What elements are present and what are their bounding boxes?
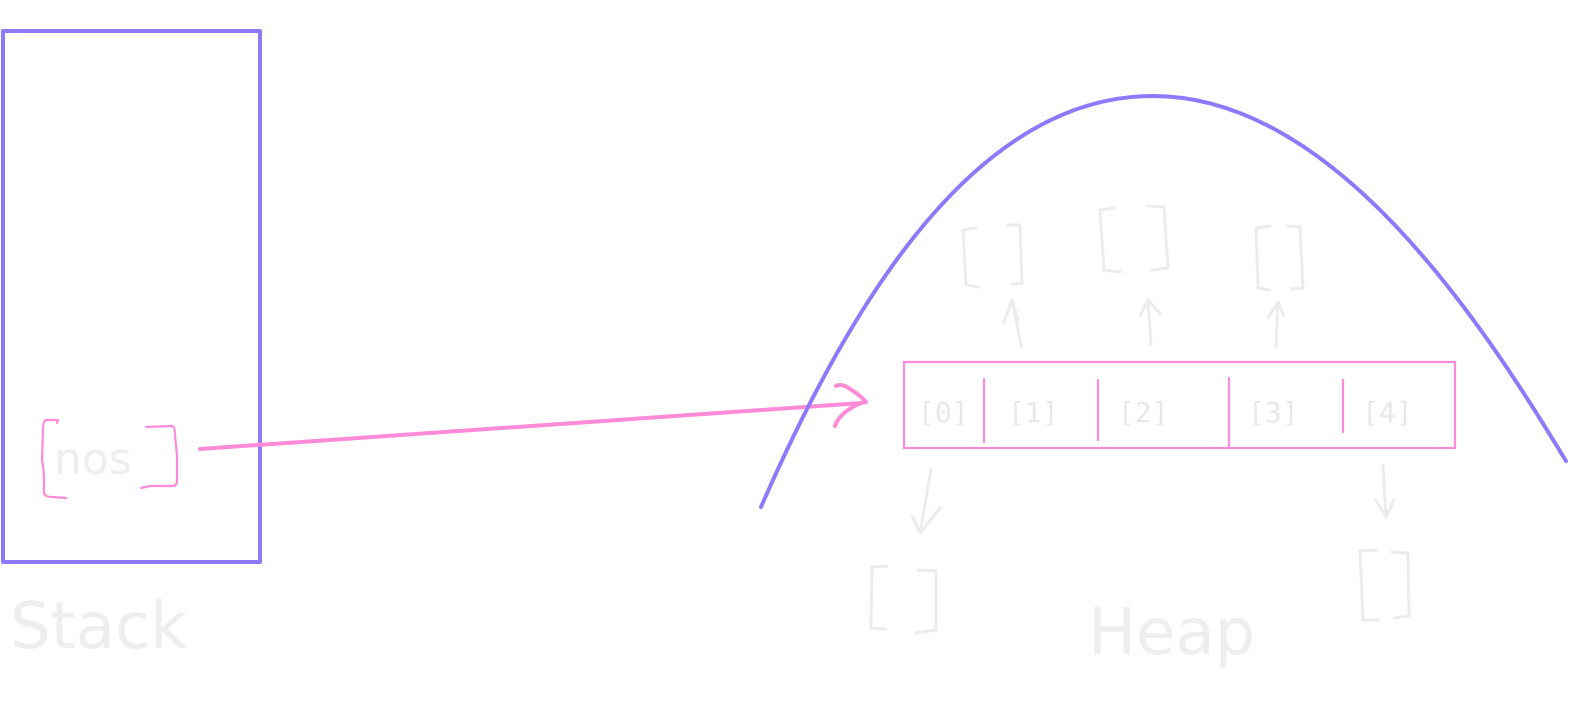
stack-variable-bracket [40,418,179,500]
referenced-object [1358,548,1411,622]
reference-arrow-line [198,401,864,451]
array-cell-label: [1] [1008,396,1059,429]
heap-array-dividers [982,376,1345,448]
cell-arrow-down [910,468,942,535]
heap-boundary-curve [759,93,1568,509]
referenced-object [869,564,938,635]
heap-array-box [902,360,1457,450]
cell-arrow-up [1002,298,1023,348]
stack-box [1,29,262,564]
array-cell-label: [3] [1248,396,1299,429]
stack-variable-name: nos [54,434,132,485]
cell-reference-arrows [910,298,1396,535]
array-cell-label: [0] [918,396,969,429]
referenced-object [961,223,1024,289]
stack-label: Stack [10,590,187,664]
referenced-object [1098,204,1170,274]
array-cell-label: [4] [1362,396,1413,429]
array-cell-label: [2] [1118,396,1169,429]
reference-arrow [198,383,868,451]
referenced-object [1254,224,1305,292]
reference-arrow-head [833,383,868,428]
cell-arrow-up [1266,300,1286,348]
cell-arrow-up [1138,298,1162,346]
heap-label: Heap [1088,596,1255,670]
cell-arrow-down [1374,463,1396,519]
